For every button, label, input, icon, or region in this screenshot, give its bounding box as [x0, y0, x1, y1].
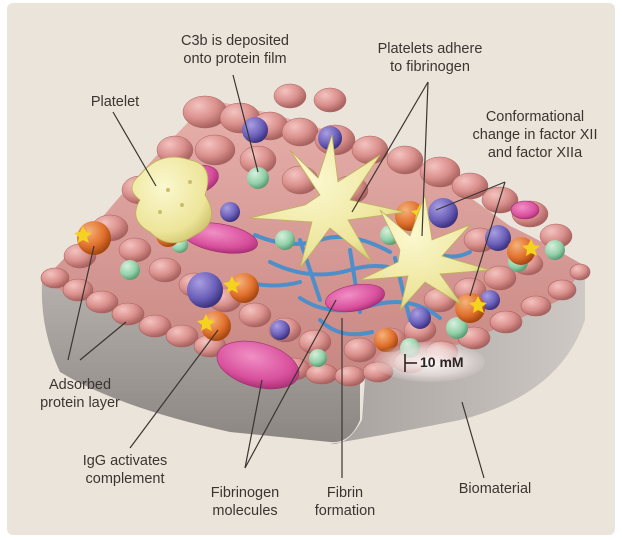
- scale-bar-label: 10 mM: [420, 354, 464, 370]
- label-conformational-change: Conformational change in factor XII and …: [460, 108, 610, 162]
- label-fibrin: Fibrin formation: [305, 484, 385, 520]
- label-platelet: Platelet: [60, 93, 170, 111]
- label-adsorbed-protein-layer: Adsorbed protein layer: [20, 376, 140, 412]
- label-biomaterial: Biomaterial: [440, 480, 550, 498]
- label-c3b: C3b is deposited onto protein film: [150, 32, 320, 68]
- label-igg: IgG activates complement: [55, 452, 195, 488]
- label-fibrinogen: Fibrinogen molecules: [190, 484, 300, 520]
- label-platelets-adhere: Platelets adhere to fibrinogen: [350, 40, 510, 76]
